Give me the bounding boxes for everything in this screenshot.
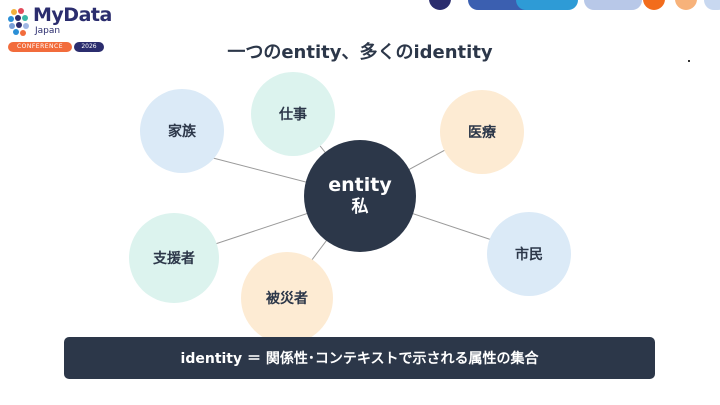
node-medical: 医療 (440, 90, 524, 174)
node-work: 仕事 (251, 72, 335, 156)
node-citizen: 市民 (487, 212, 571, 296)
center-label-entity: entity (328, 174, 392, 196)
logo-brand: MyData (33, 4, 112, 26)
node-supporter: 支援者 (129, 213, 219, 303)
node-family: 家族 (140, 89, 224, 173)
mydata-japan-logo: MyData Japan CONFERENCE 2026 (6, 4, 112, 52)
slide-title: 一つのentity、多くのidentity (227, 42, 493, 63)
center-label-self: 私 (351, 197, 369, 217)
center-node: entity 私 (304, 140, 416, 252)
logo-year-badge: 2026 (74, 42, 104, 52)
logo-mark-icon (8, 8, 29, 36)
node-victim: 被災者 (241, 252, 333, 344)
top-decoration (429, 0, 720, 10)
definition-banner: identity ＝ 関係性･コンテキストで示される属性の集合 (64, 337, 655, 379)
logo-subtitle: Japan (35, 26, 61, 36)
decorative-dot (688, 60, 690, 62)
logo-conference-badge: CONFERENCE (8, 42, 72, 52)
